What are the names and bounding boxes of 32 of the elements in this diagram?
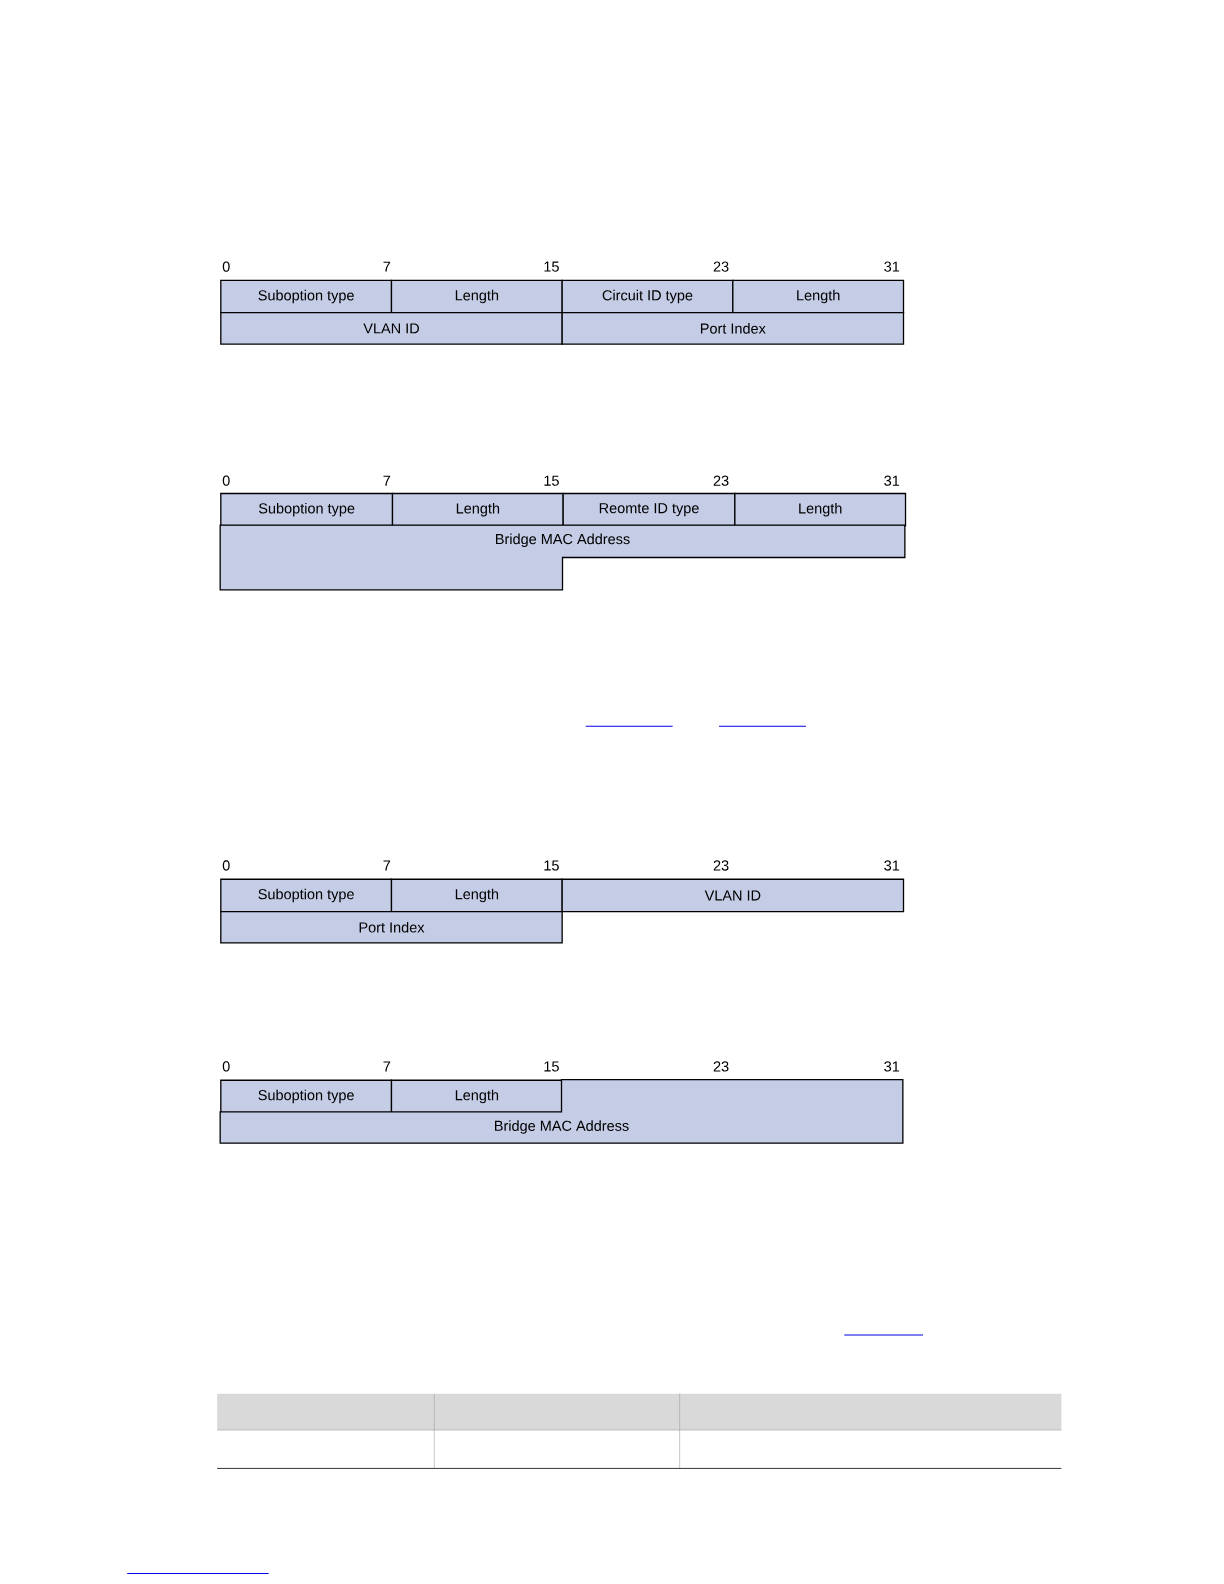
- field-box: Suboption type: [220, 279, 393, 314]
- field-box: Length: [390, 878, 563, 913]
- bit-number: 31: [884, 261, 900, 272]
- bit-number: 23: [713, 475, 729, 486]
- field-box: Suboption type: [220, 492, 394, 527]
- bit-number: 0: [222, 860, 230, 871]
- bit-number: 7: [383, 860, 391, 871]
- bit-number: 15: [544, 1061, 559, 1072]
- field-box: Length: [734, 492, 907, 527]
- field-box: Reomte ID type: [562, 492, 736, 527]
- field-box: Port Index: [220, 910, 563, 944]
- bit-number: 7: [383, 475, 391, 486]
- field-box: Port Index: [561, 312, 905, 345]
- field-box: Circuit ID type: [561, 279, 734, 314]
- bit-number: 7: [383, 261, 391, 272]
- field-box: VLAN ID: [220, 312, 563, 345]
- bit-number: 15: [544, 261, 559, 272]
- bit-number: 7: [383, 1061, 391, 1072]
- field-box: Length: [732, 279, 905, 314]
- bit-number: 15: [544, 475, 559, 486]
- field-box: Length: [391, 492, 564, 527]
- bit-number: 15: [544, 860, 559, 871]
- bit-number: 23: [713, 261, 729, 272]
- bit-number: 0: [222, 261, 230, 272]
- bit-number: 0: [222, 475, 230, 486]
- field-box: Suboption type: [220, 1079, 393, 1114]
- field-box: Length: [390, 279, 563, 314]
- bit-number: 31: [884, 475, 900, 486]
- field-box: Suboption type: [220, 878, 393, 913]
- bit-number: 0: [222, 1061, 230, 1072]
- field-box: Length: [390, 1079, 563, 1114]
- field-box: VLAN ID: [561, 878, 905, 913]
